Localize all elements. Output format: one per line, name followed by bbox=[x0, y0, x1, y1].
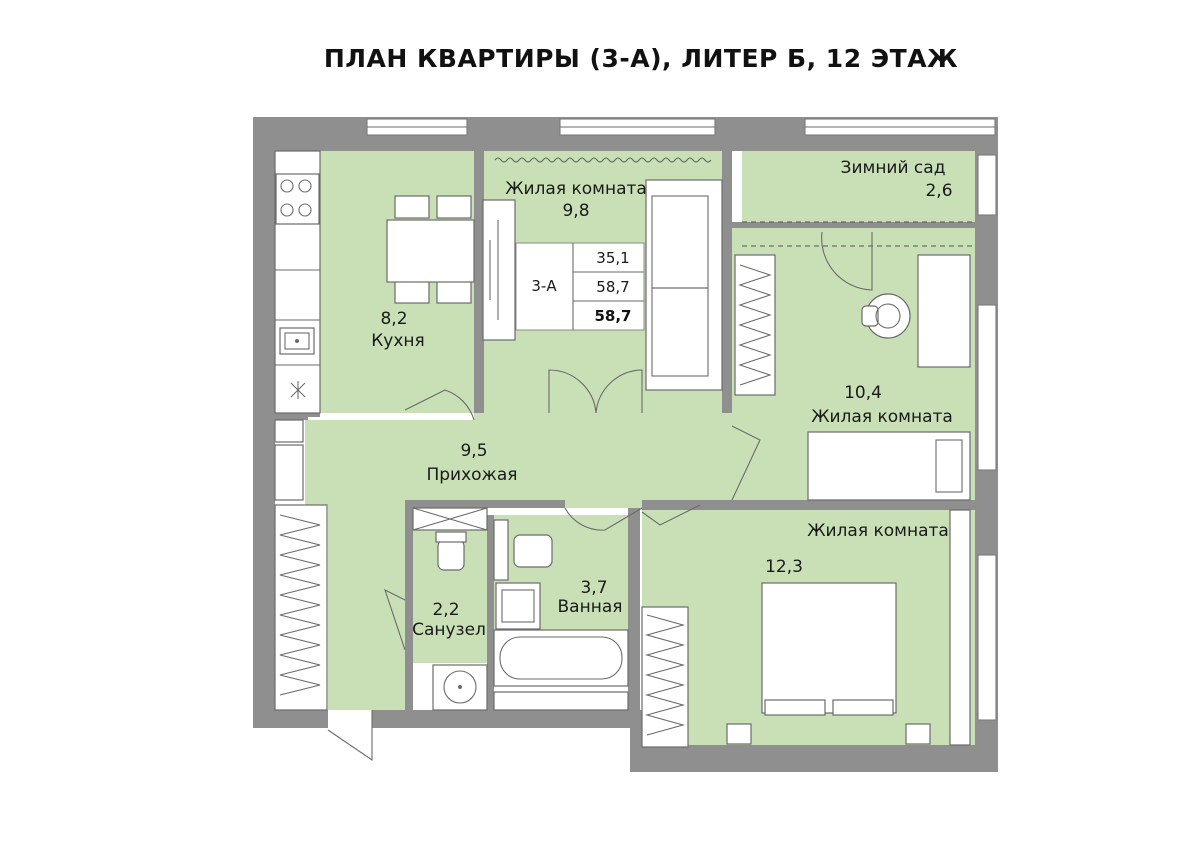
bath-furniture bbox=[493, 519, 629, 711]
bathroom-area: 3,7 bbox=[580, 578, 607, 598]
kitchen-counter bbox=[274, 150, 321, 414]
bed-icon bbox=[726, 582, 931, 745]
sofa-icon bbox=[645, 179, 723, 391]
living-bottom-area: 12,3 bbox=[765, 557, 803, 577]
living-top-name: Жилая комната bbox=[505, 179, 647, 199]
dining-table bbox=[386, 195, 475, 304]
windows bbox=[366, 118, 997, 721]
winter-garden-area: 2,6 bbox=[925, 181, 952, 201]
hallway-floor bbox=[305, 413, 732, 710]
living-right-name: Жилая комната bbox=[811, 407, 953, 427]
living-top-area: 9,8 bbox=[562, 201, 589, 221]
bathroom-name: Ванная bbox=[558, 597, 623, 617]
living-bottom-name: Жилая комната bbox=[807, 521, 949, 541]
radiator-icon bbox=[494, 157, 712, 163]
hallway-area: 9,5 bbox=[460, 441, 487, 461]
summary-total-area: 58,7 bbox=[596, 278, 629, 296]
summary-unit: 3-А bbox=[531, 277, 557, 295]
sink-icon bbox=[279, 327, 315, 355]
hallway-name: Прихожая bbox=[426, 465, 517, 485]
summary-total-area-bold: 58,7 bbox=[594, 307, 631, 325]
summary-living-area: 35,1 bbox=[596, 249, 629, 267]
plan-title: ПЛАН КВАРТИРЫ (3-А), ЛИТЕР Б, 12 ЭТАЖ bbox=[323, 44, 959, 73]
wc-furniture bbox=[412, 507, 488, 711]
kitchen-name: Кухня bbox=[371, 331, 425, 351]
stove-icon bbox=[280, 179, 312, 217]
living-right-furniture bbox=[734, 254, 971, 501]
washing-machine-icon bbox=[432, 664, 488, 711]
winter-garden-floor bbox=[742, 151, 975, 222]
area-summary-table: 3-А 35,1 58,7 58,7 bbox=[515, 242, 645, 331]
winter-garden-border bbox=[742, 221, 975, 291]
living-bottom-furniture bbox=[641, 509, 971, 748]
kitchen-area: 8,2 bbox=[380, 309, 407, 329]
wc-area: 2,2 bbox=[432, 600, 459, 620]
office-chair-icon bbox=[861, 293, 911, 339]
room-labels: 8,2 Кухня Жилая комната 9,8 Зимний сад 2… bbox=[371, 158, 953, 640]
living-top-furniture bbox=[482, 157, 723, 391]
vent-icon bbox=[290, 381, 306, 399]
hallway-doors bbox=[384, 389, 761, 651]
bathtub-icon bbox=[493, 629, 629, 687]
double-door bbox=[548, 369, 643, 414]
single-bed-icon bbox=[807, 431, 971, 501]
hallway-wardrobe bbox=[274, 419, 373, 762]
living-right-area: 10,4 bbox=[844, 383, 882, 403]
toilet-icon bbox=[435, 531, 467, 571]
wc-name: Санузел bbox=[412, 620, 486, 640]
winter-garden-name: Зимний сад bbox=[841, 158, 946, 178]
